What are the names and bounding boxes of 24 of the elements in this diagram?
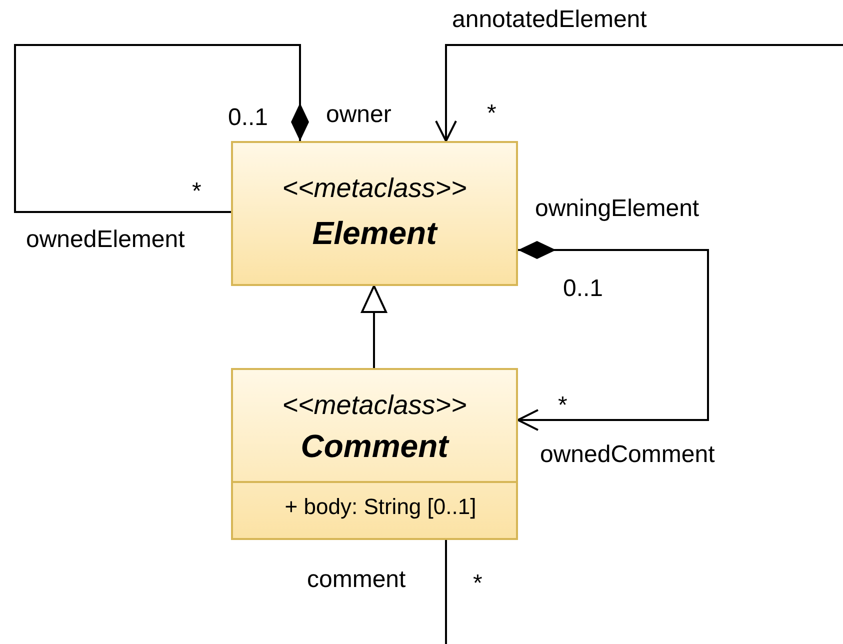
composition-line bbox=[517, 241, 709, 431]
role-name: owner bbox=[326, 101, 392, 129]
multiplicity-label: * bbox=[473, 570, 482, 598]
multiplicity-label: * bbox=[192, 178, 202, 206]
association-line bbox=[445, 540, 447, 644]
multiplicity-label: * bbox=[487, 100, 496, 128]
role-name: annotatedElement bbox=[452, 6, 647, 34]
role-name: owningElement bbox=[535, 195, 700, 223]
multiplicity-label: * bbox=[558, 392, 568, 420]
stereotype-label: <<metaclass>> bbox=[282, 173, 467, 204]
association-arrow bbox=[435, 44, 843, 142]
role-name: ownedElement bbox=[26, 226, 185, 254]
class-name: Element bbox=[312, 215, 437, 252]
multiplicity-label: 0..1 bbox=[563, 275, 604, 303]
class-name: Comment bbox=[300, 428, 448, 465]
composition-line bbox=[14, 44, 309, 213]
stereotype-label: <<metaclass>> bbox=[282, 390, 467, 421]
role-name: ownedComment bbox=[540, 441, 715, 469]
multiplicity-label: 0..1 bbox=[228, 104, 268, 132]
class-box bbox=[231, 141, 518, 286]
attribute-text: + body: String [0..1] bbox=[284, 494, 476, 520]
class-box bbox=[231, 368, 518, 540]
generalization-arrow bbox=[361, 285, 387, 368]
role-name: comment bbox=[307, 566, 406, 594]
